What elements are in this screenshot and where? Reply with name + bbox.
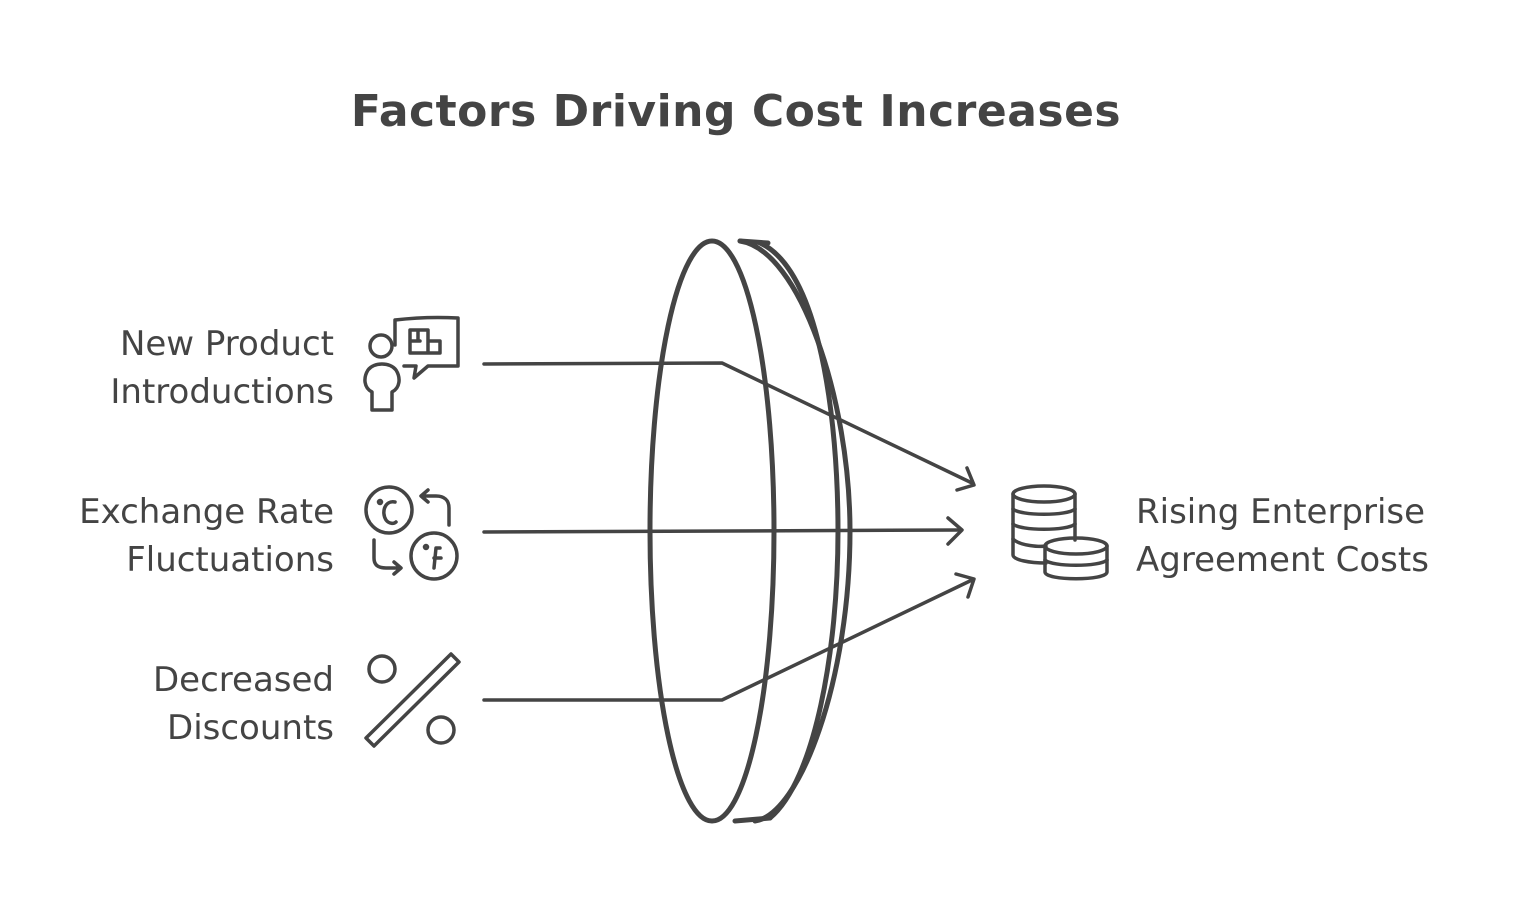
factor-label-line2: Introductions — [110, 372, 334, 412]
connector-lines — [482, 361, 976, 702]
factor-label-line1: New Product — [119, 324, 334, 364]
diagram-title: Factors Driving Cost Increases — [350, 86, 1122, 137]
outcome-label-line2: Agreement Costs — [1136, 540, 1429, 580]
connector-new-product — [482, 361, 974, 485]
currency-exchange-icon — [364, 485, 459, 581]
factor-label-line1: Exchange Rate — [79, 492, 334, 532]
coin-stack-icon — [1011, 484, 1109, 581]
connector-exchange-rate — [482, 528, 962, 534]
factor-label-line2: Fluctuations — [126, 540, 334, 580]
factor-label-exchange-rate: Exchange Rate Fluctuations — [79, 488, 334, 584]
factor-label-decreased-discounts: Decreased Discounts — [153, 656, 334, 752]
person-presenting-icon — [363, 315, 460, 412]
connector-discounts — [482, 578, 974, 702]
factor-label-line1: Decreased — [153, 660, 334, 700]
outcome-label: Rising Enterprise Agreement Costs — [1136, 488, 1429, 584]
arrowhead-top — [955, 466, 976, 492]
arrowhead-bottom — [954, 572, 976, 599]
arrowhead-middle — [946, 516, 964, 546]
factor-label-new-product: New Product Introductions — [110, 320, 334, 416]
outcome-label-line1: Rising Enterprise — [1136, 492, 1426, 532]
percent-icon — [364, 652, 461, 748]
factor-label-line2: Discounts — [167, 708, 334, 748]
